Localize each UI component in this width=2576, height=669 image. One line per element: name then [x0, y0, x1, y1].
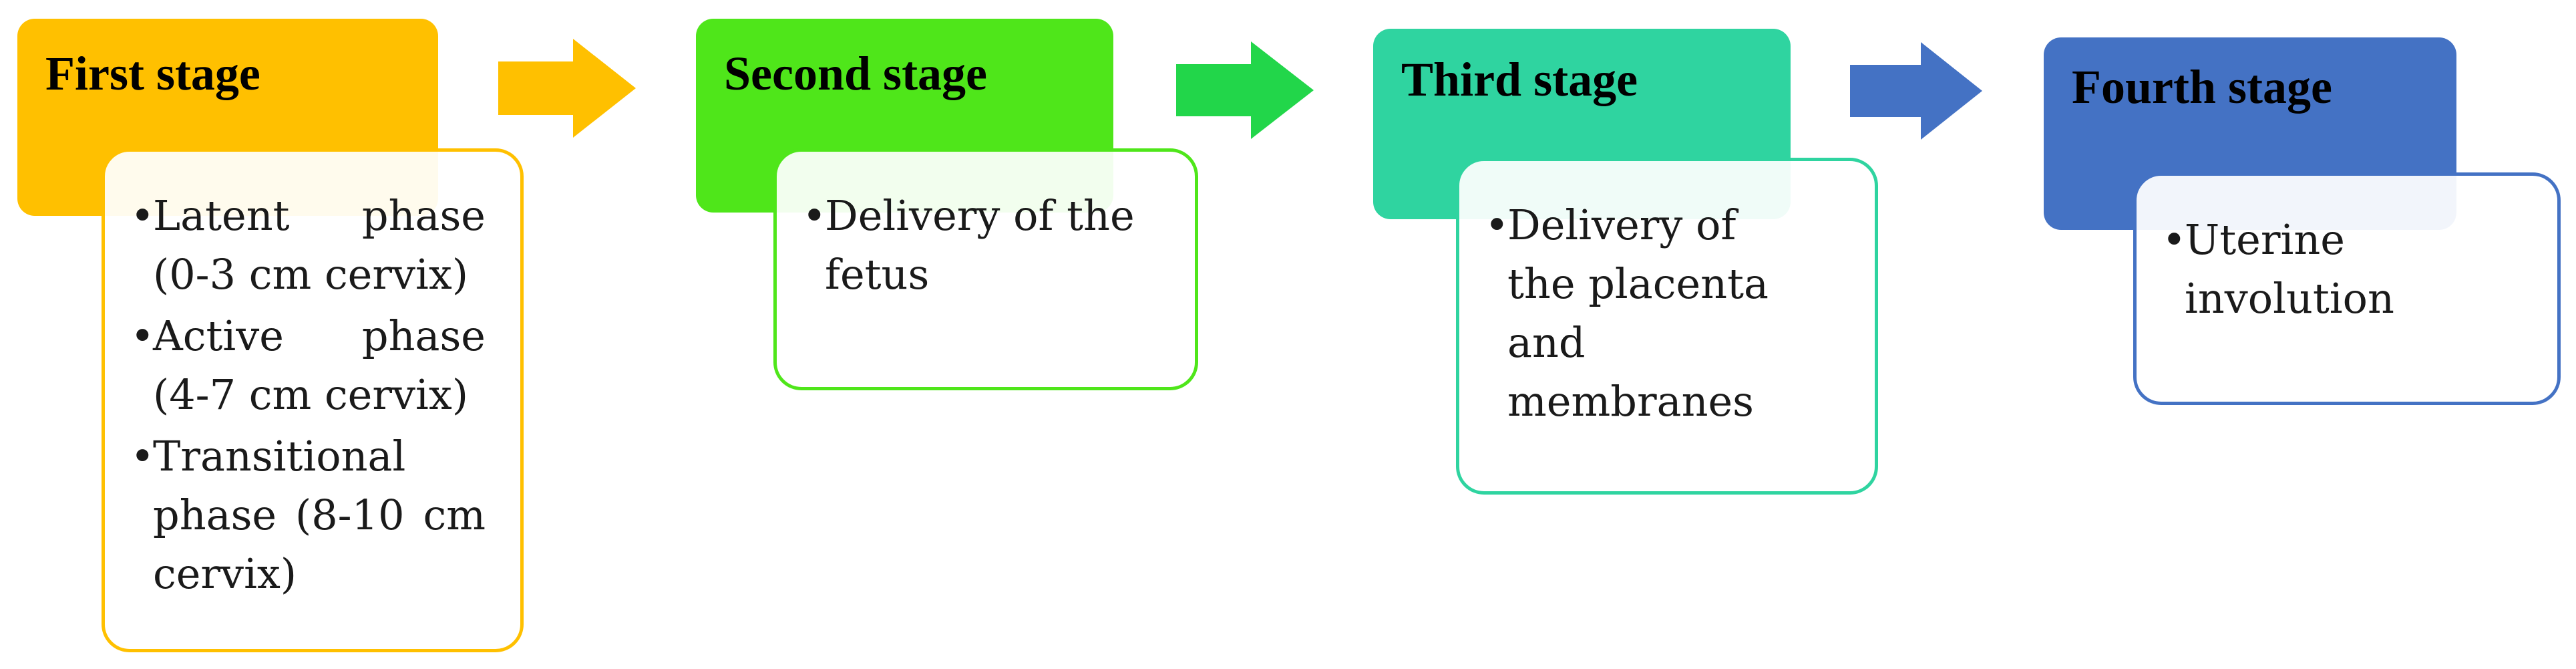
first-stage-title: First stage — [45, 47, 260, 100]
list-item: • Transitional phase (8-10 cm cervix) — [130, 427, 486, 604]
first-stage-details: • Latent phase (0-3 cm cervix) • Active … — [102, 148, 524, 652]
fourth-stage-item-uterine: Uterine involution — [2185, 215, 2394, 323]
bullet-icon: • — [802, 191, 827, 240]
right-arrow-icon — [1176, 41, 1314, 139]
second-stage-item-fetus: Delivery of the fetus — [825, 191, 1135, 299]
right-arrow-icon — [498, 39, 636, 138]
list-item: • Delivery of the fetus — [802, 186, 1160, 304]
fourth-stage-details: • Uterine involution — [2133, 172, 2561, 405]
second-stage-details: • Delivery of the fetus — [773, 148, 1198, 390]
third-stage-details: • Delivery of the placenta and membranes — [1456, 158, 1878, 495]
bullet-icon: • — [130, 191, 155, 240]
first-stage-item-transitional: Transitional phase (8-10 cm cervix) — [153, 432, 486, 598]
third-stage-title: Third stage — [1401, 53, 1638, 106]
list-item: • Latent phase (0-3 cm cervix) — [130, 186, 486, 304]
list-item: • Active phase (4-7 cm cervix) — [130, 307, 486, 424]
bullet-icon: • — [130, 311, 155, 360]
third-stage-item-placenta: Delivery of the placenta and membranes — [1507, 200, 1769, 426]
second-stage-title: Second stage — [724, 47, 987, 100]
list-item: • Uterine involution — [2162, 211, 2523, 328]
bullet-icon: • — [2162, 215, 2187, 264]
fourth-stage-header: Fourth stage — [2044, 37, 2456, 230]
list-item: • Delivery of the placenta and membranes — [1485, 196, 1801, 431]
first-stage-item-active: Active phase (4-7 cm cervix) — [153, 311, 486, 419]
first-stage-item-latent: Latent phase (0-3 cm cervix) — [153, 191, 486, 299]
right-arrow-icon — [1850, 42, 1982, 140]
fourth-stage-title: Fourth stage — [2072, 60, 2332, 114]
bullet-icon: • — [130, 432, 155, 481]
bullet-icon: • — [1485, 200, 1509, 249]
